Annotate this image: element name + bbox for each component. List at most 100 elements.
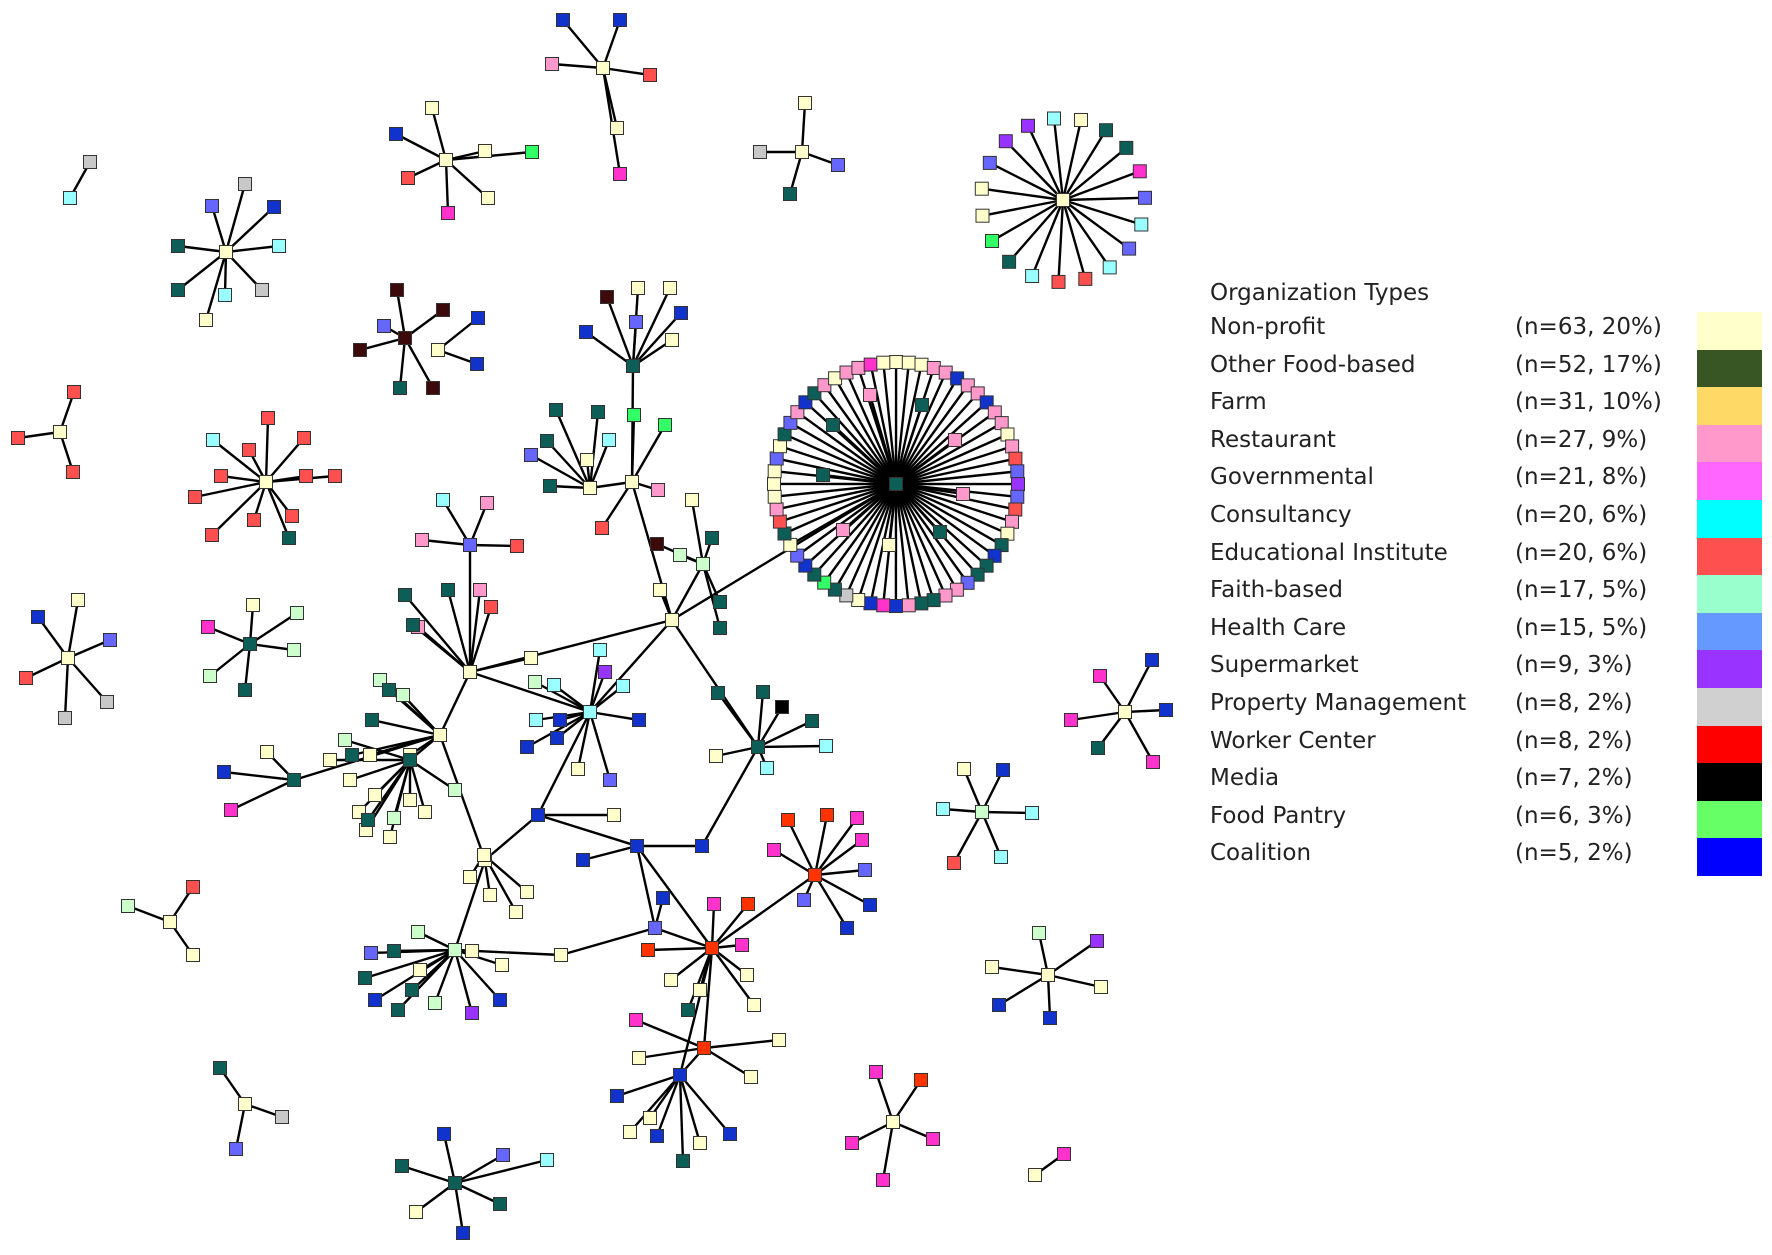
network-node <box>772 1033 786 1047</box>
network-edge <box>66 599 80 659</box>
network-edge <box>895 439 956 485</box>
network-node <box>58 711 72 725</box>
network-node <box>1090 934 1104 948</box>
network-node <box>409 1205 423 1219</box>
network-node <box>767 464 782 479</box>
network-node <box>711 686 725 700</box>
network-node <box>772 514 787 529</box>
network-node <box>219 245 233 259</box>
network-node <box>328 469 342 483</box>
legend-item: Consultancy(n=20, 6%) <box>1210 500 1770 538</box>
network-edge <box>1026 125 1065 201</box>
network-edge <box>635 845 657 929</box>
network-edge <box>546 440 591 489</box>
network-node <box>676 1154 690 1168</box>
network-node <box>436 303 450 317</box>
network-edge <box>895 433 1008 486</box>
network-edge <box>630 365 635 483</box>
legend-item-label: Restaurant <box>1210 426 1336 453</box>
network-node <box>121 899 135 913</box>
network-edge <box>991 965 1049 977</box>
network-node <box>463 665 477 679</box>
network-edge <box>395 289 407 339</box>
network-node <box>282 531 296 545</box>
network-node <box>826 418 840 432</box>
network-edge <box>789 421 897 486</box>
network-edge <box>636 845 713 949</box>
network-node <box>775 700 789 714</box>
network-node <box>260 745 274 759</box>
network-node <box>767 476 781 491</box>
network-edge <box>679 1074 731 1135</box>
network-edge <box>359 336 406 352</box>
network-node <box>613 13 627 27</box>
network-node <box>103 633 117 647</box>
network-node <box>493 993 507 1007</box>
network-node <box>975 805 989 819</box>
network-node <box>389 127 403 141</box>
network-node <box>696 557 710 571</box>
network-node <box>863 388 877 402</box>
network-edge <box>774 482 897 498</box>
network-edge <box>364 948 456 980</box>
network-node <box>53 425 67 439</box>
network-node <box>363 748 377 762</box>
network-node <box>1064 713 1078 727</box>
network-edge <box>264 481 291 539</box>
network-node <box>625 475 639 489</box>
network-node <box>851 360 866 375</box>
network-node <box>436 493 450 507</box>
network-node <box>1021 118 1035 133</box>
network-node <box>1041 968 1055 982</box>
legend-item-label: Other Food-based <box>1210 351 1416 378</box>
network-node <box>888 599 903 613</box>
network-node <box>83 155 97 169</box>
network-edge <box>814 817 858 876</box>
network-edge <box>177 251 227 291</box>
network-edge <box>895 445 1013 486</box>
network-node <box>285 509 299 523</box>
network-edge <box>981 810 1033 815</box>
legend-item-count: (n=27, 9%) <box>1515 426 1648 453</box>
network-node <box>31 610 45 624</box>
network-edge <box>756 691 765 748</box>
network-node <box>596 61 610 75</box>
network-node <box>938 588 953 603</box>
network-node <box>631 281 645 295</box>
network-node <box>415 533 429 547</box>
network-edge <box>776 482 897 511</box>
network-node <box>767 843 781 857</box>
network-edge <box>868 394 898 485</box>
network-node <box>751 740 765 754</box>
network-node <box>426 381 440 395</box>
network-edge <box>582 844 638 862</box>
network-node <box>985 960 999 974</box>
network-edge <box>631 321 638 367</box>
network-node <box>1159 703 1173 717</box>
network-node <box>673 548 687 562</box>
network-node <box>994 850 1008 864</box>
network-node <box>1010 489 1025 504</box>
network-node <box>387 811 401 825</box>
network-node <box>781 813 795 827</box>
network-edge <box>589 619 673 713</box>
network-node <box>1047 111 1061 126</box>
network-node <box>836 523 850 537</box>
legend-item-label: Property Management <box>1210 690 1467 716</box>
network-node <box>456 1226 470 1240</box>
network-node <box>956 487 970 501</box>
network-edge <box>1004 140 1064 201</box>
legend-item-count: (n=8, 2%) <box>1515 690 1633 716</box>
network-edge <box>344 738 411 762</box>
network-edge <box>1062 199 1111 269</box>
network-node <box>224 803 238 817</box>
network-node <box>471 311 485 325</box>
network-edge <box>403 337 435 389</box>
network-edge <box>711 903 749 949</box>
network-edge <box>632 312 682 367</box>
network-nodes <box>11 13 1173 1240</box>
network-edge <box>813 814 829 876</box>
network-node <box>933 525 947 539</box>
network-edge <box>703 1046 752 1079</box>
network-edge <box>822 473 897 486</box>
